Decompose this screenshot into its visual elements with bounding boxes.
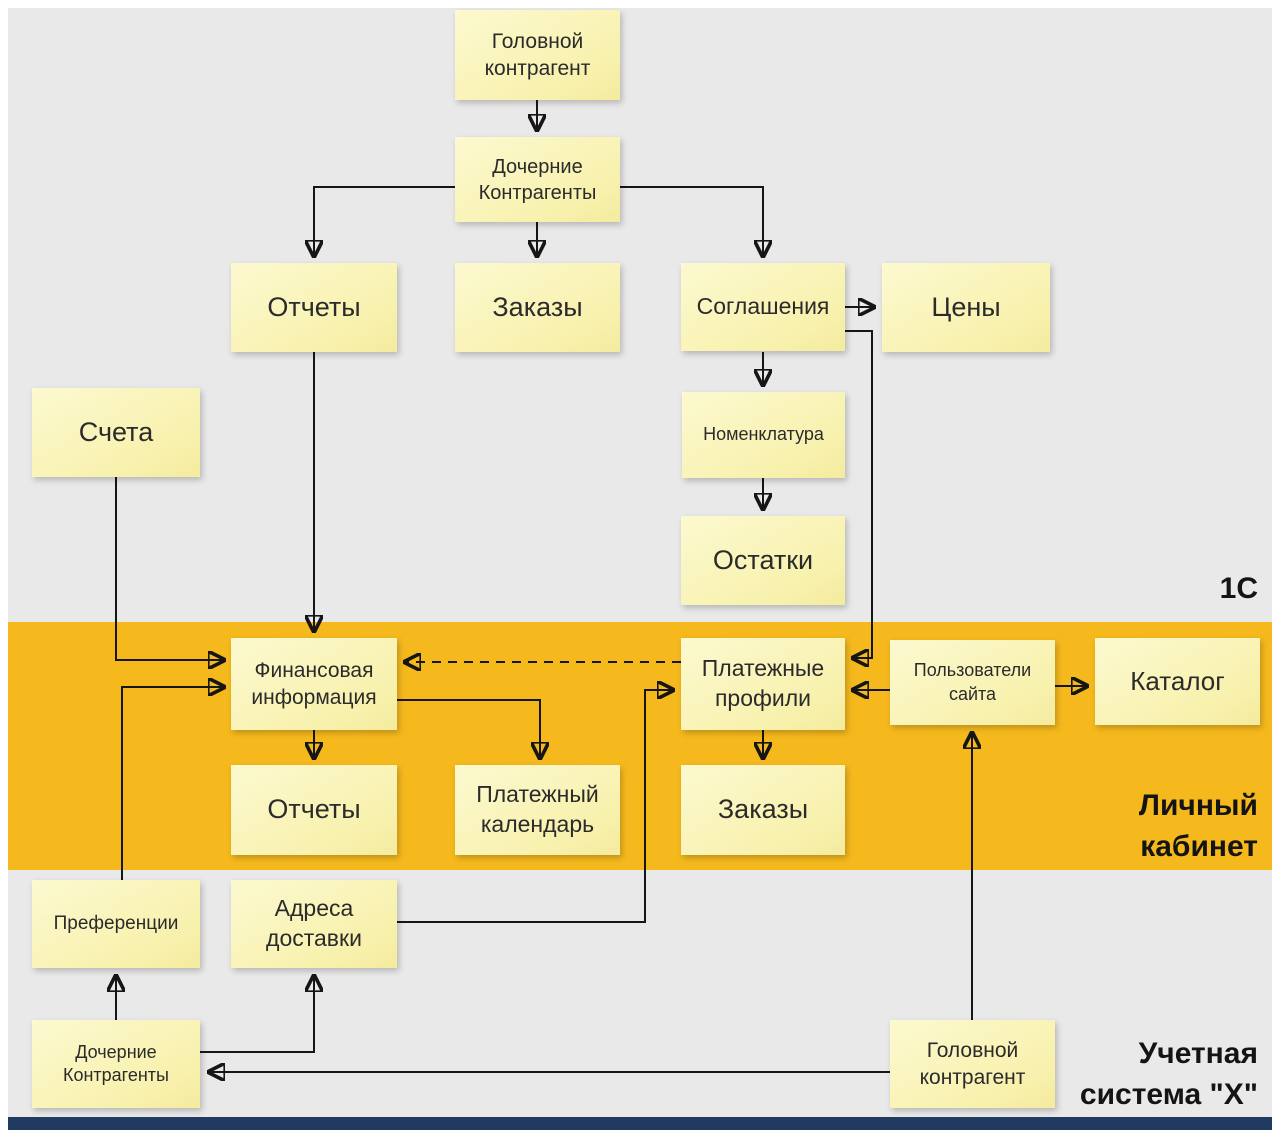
node-reports-1c: Отчеты xyxy=(231,263,397,352)
node-payment-calendar: Платежный календарь xyxy=(455,765,620,855)
footer-bar xyxy=(8,1117,1272,1130)
node-financial-info: Финансовая информация xyxy=(231,638,397,730)
node-site-users: Пользователи сайта xyxy=(890,640,1055,725)
node-invoices: Счета xyxy=(32,388,200,477)
arrow-children-x-to-delivery-addresses xyxy=(200,976,314,1053)
arrow-children-to-reports-1c xyxy=(314,186,455,256)
node-prices: Цены xyxy=(882,263,1050,352)
section-label-personal-cabinet-line2: кабинет xyxy=(1140,830,1258,864)
node-payment-profiles: Платежные профили xyxy=(681,638,845,730)
node-preferences: Преференции xyxy=(32,880,200,968)
node-head-counterparty-1c: Головной контрагент xyxy=(455,10,620,100)
arrow-delivery-addresses-to-payment-profiles xyxy=(397,690,673,923)
node-child-counterparties-x: Дочерние Контрагенты xyxy=(32,1020,200,1108)
section-label-personal-cabinet: Личный кабинет xyxy=(1139,785,1258,868)
node-child-counterparties-1c: Дочерние Контрагенты xyxy=(455,137,620,222)
section-label-accounting-system-line2: система "X" xyxy=(1079,1078,1258,1112)
arrow-agreements-to-payment-profiles xyxy=(845,330,873,658)
section-label-1c: 1С xyxy=(1220,568,1258,609)
arrow-children-to-agreements xyxy=(620,186,763,256)
arrow-financial-info-to-payment-calendar xyxy=(397,699,540,758)
node-reports-cabinet: Отчеты xyxy=(231,765,397,855)
node-stock-balances: Остатки xyxy=(681,516,845,605)
node-orders-1c: Заказы xyxy=(455,263,620,352)
arrow-preferences-to-financial-info xyxy=(121,687,224,880)
node-nomenclature: Номенклатура xyxy=(682,392,845,478)
arrow-invoices-to-financial-info xyxy=(115,477,224,660)
section-1c-background xyxy=(8,8,1272,622)
section-label-accounting-system-line1: Учетная xyxy=(1138,1037,1258,1070)
section-label-personal-cabinet-line1: Личный xyxy=(1138,789,1258,822)
section-label-1c-text: 1С xyxy=(1219,572,1258,605)
node-head-counterparty-x: Головной контрагент xyxy=(890,1020,1055,1108)
node-catalog: Каталог xyxy=(1095,638,1260,725)
node-agreements: Соглашения xyxy=(681,263,845,351)
section-label-accounting-system: Учетная система "X" xyxy=(1080,1033,1258,1116)
node-orders-cabinet: Заказы xyxy=(681,765,845,855)
node-delivery-addresses: Адреса доставки xyxy=(231,880,397,968)
